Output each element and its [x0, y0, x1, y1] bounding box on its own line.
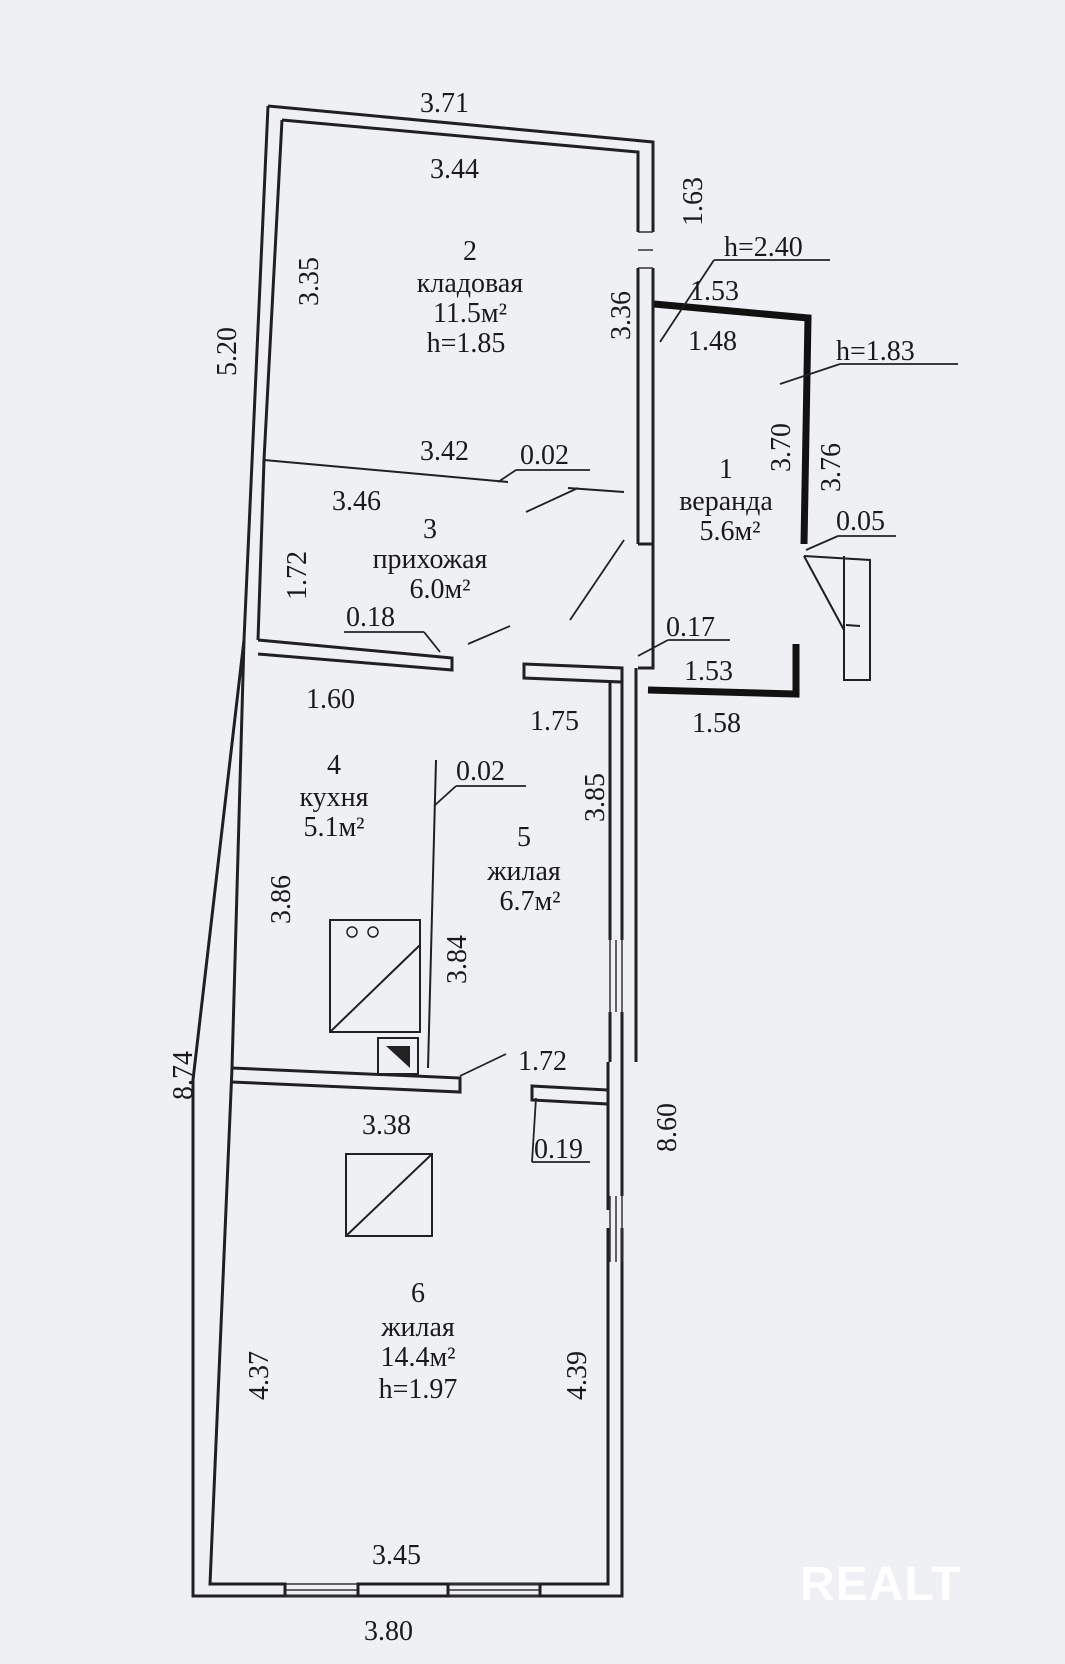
dim-veranda-bottom-wall: 0.17	[666, 612, 715, 643]
dim-room5-bottom: 1.72	[518, 1046, 567, 1077]
dim-partition-5-6: 0.19	[534, 1134, 583, 1165]
room-4-number: 4	[327, 750, 341, 781]
room-1-name: веранда	[679, 486, 773, 517]
dim-top-inner: 3.44	[430, 154, 479, 185]
dim-room4-left: 3.86	[266, 875, 297, 924]
room-4-name: кухня	[299, 782, 368, 813]
dimension-leaders	[344, 259, 958, 1163]
dim-bottom-outer: 3.80	[364, 1616, 413, 1647]
room-5-number: 5	[517, 822, 531, 853]
walls	[191, 104, 871, 1598]
room-2-height: h=1.85	[427, 328, 506, 359]
dim-room3-top: 3.46	[332, 486, 381, 517]
realt-watermark: REALT	[800, 1558, 961, 1611]
dim-partition-2-3: 0.02	[520, 440, 569, 471]
dim-veranda-right-inner: 3.70	[766, 423, 797, 472]
room-2-name: кладовая	[417, 268, 524, 299]
room-3-number: 3	[423, 514, 437, 545]
dim-partition-3-4: 0.18	[346, 602, 395, 633]
dim-room5-top: 1.75	[530, 706, 579, 737]
dim-veranda-bottom-inner: 1.53	[684, 656, 733, 687]
dim-veranda-bottom-outer: 1.58	[692, 708, 741, 739]
dim-room3-left: 1.72	[282, 551, 313, 600]
room-1-label: 1 веранда 5.6м²	[679, 454, 773, 547]
dim-veranda-top-inner: 1.48	[688, 326, 737, 357]
room-6-number: 6	[411, 1278, 425, 1309]
dim-room6-bottom-inner: 3.45	[372, 1540, 421, 1571]
room-1-area: 5.6м²	[699, 516, 760, 547]
dim-room2-left: 3.35	[294, 257, 325, 306]
stove-fixture-room6	[345, 1153, 433, 1237]
dim-right-total: 8.60	[652, 1103, 683, 1152]
room-6-area: 14.4м²	[380, 1342, 455, 1373]
dim-room6-left: 4.37	[244, 1351, 275, 1400]
room-2-label: 2 кладовая 11.5м² h=1.85	[417, 236, 524, 359]
room-2-area: 11.5м²	[433, 298, 507, 329]
dim-room5-right: 3.85	[580, 773, 611, 822]
dim-room2-bottom: 3.42	[420, 436, 469, 467]
room-3-label: 3 прихожая 6.0м²	[373, 514, 488, 605]
room-1-number: 1	[719, 454, 733, 485]
room-4-label: 4 кухня 5.1м²	[299, 750, 368, 843]
dim-partition-4-5: 0.02	[456, 756, 505, 787]
dim-veranda-right-outer: 3.76	[816, 443, 847, 492]
room-6-label: 6 жилая 14.4м² h=1.97	[379, 1278, 458, 1405]
dim-h-veranda-2: h=1.83	[836, 336, 915, 367]
room-6-name: жилая	[380, 1312, 455, 1343]
dim-h-veranda-1: h=2.40	[724, 232, 803, 263]
dim-veranda-top-outer: 1.53	[690, 276, 739, 307]
room-5-name: жилая	[486, 856, 561, 887]
room-5-label: 5 жилая 6.7м²	[486, 822, 561, 917]
dim-room6-top: 3.38	[362, 1110, 411, 1141]
room-2-number: 2	[463, 236, 477, 267]
dimension-labels: 3.71 3.44 1.63 h=2.40 1.53 1.48 h=1.83 3…	[168, 88, 915, 1647]
dim-veranda-door: 0.05	[836, 506, 885, 537]
dim-left-total: 8.74	[168, 1051, 199, 1100]
dim-right-2-outer: 1.63	[678, 177, 709, 226]
room-3-area: 6.0м²	[409, 574, 470, 605]
dim-room6-right: 4.39	[562, 1351, 593, 1400]
dim-room2-right: 3.36	[606, 291, 637, 340]
room-5-area: 6.7м²	[499, 886, 560, 917]
dim-top-outer: 3.71	[420, 88, 469, 119]
door-swings	[459, 487, 625, 1077]
dim-room4-right: 3.84	[442, 935, 473, 984]
room-3-name: прихожая	[373, 544, 488, 575]
dim-left-2-outer: 5.20	[212, 327, 243, 376]
dim-room4-top: 1.60	[306, 684, 355, 715]
room-4-area: 5.1м²	[303, 812, 364, 843]
stove-fixture	[329, 919, 421, 1075]
room-6-height: h=1.97	[379, 1374, 458, 1405]
